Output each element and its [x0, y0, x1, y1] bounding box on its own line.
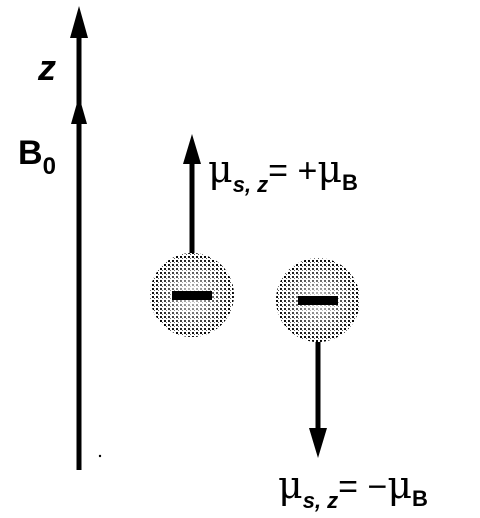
spin-up-label: μs, z= +μB — [208, 147, 358, 197]
z-axis-arrow — [70, 6, 88, 470]
field-subscript: 0 — [43, 153, 56, 180]
spin-down-electron — [276, 258, 360, 458]
spin-up-arrowhead — [183, 134, 201, 164]
spin-down-arrowhead — [309, 428, 327, 458]
spin-down-charge-sign — [298, 296, 338, 305]
field-symbol: B — [18, 134, 43, 172]
speck — [98, 454, 102, 458]
spin-up-electron — [150, 134, 234, 337]
field-label: B0 — [18, 134, 56, 180]
spin-up-charge-sign — [172, 291, 212, 300]
spin-down-label: μs, z= −μB — [278, 463, 428, 513]
z-axis-label: z — [37, 47, 56, 88]
